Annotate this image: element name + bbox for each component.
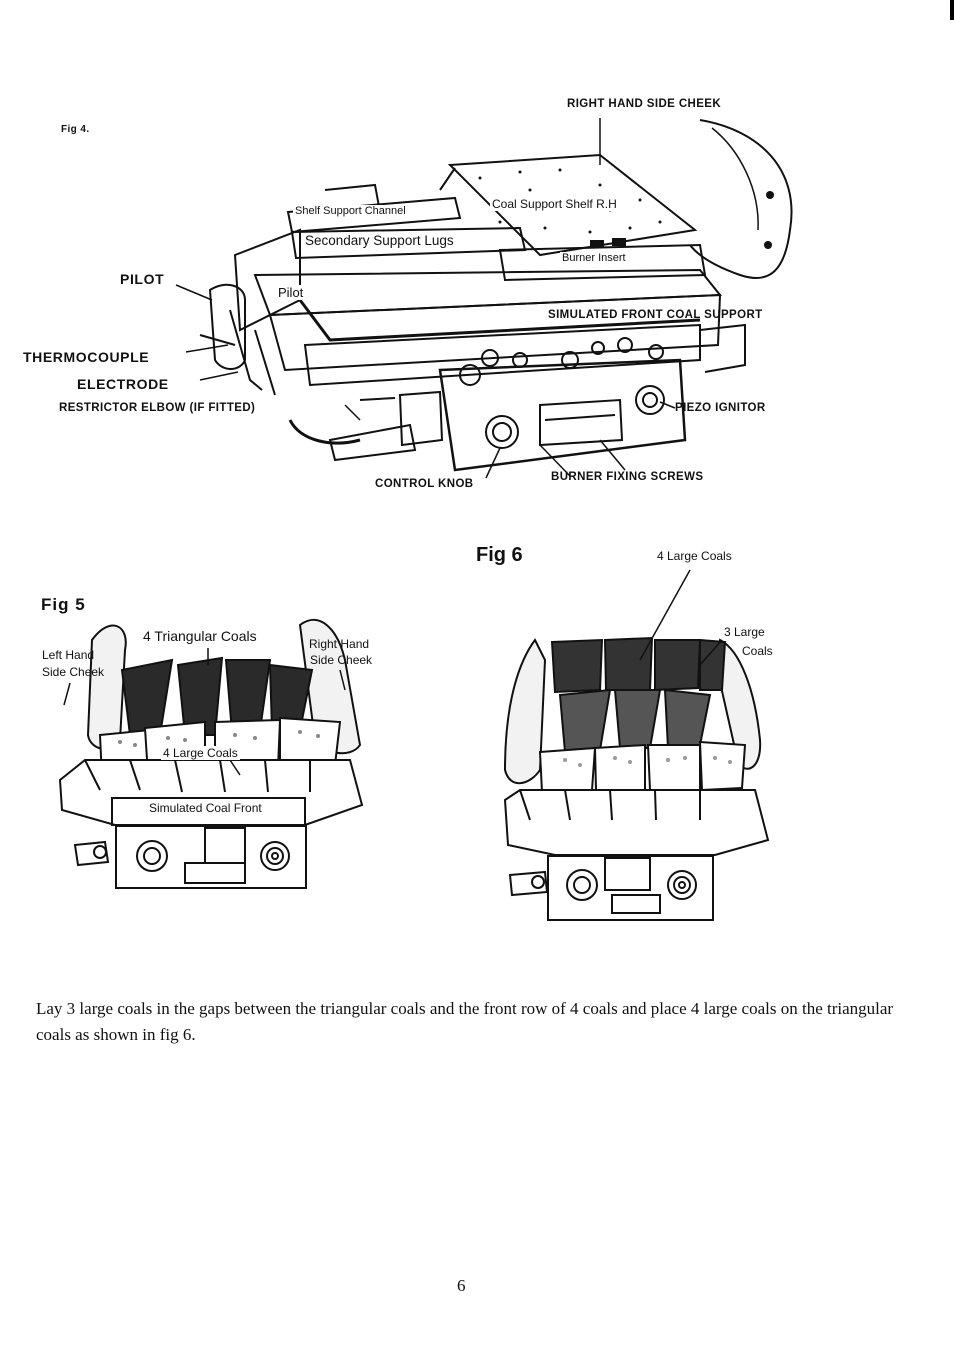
label-burner-fixing-screws: BURNER FIXING SCREWS [551,471,704,483]
page-edge-mark [950,0,954,20]
label-fig6-three-large-line2: Coals [742,644,773,658]
page-number: 6 [457,1276,466,1295]
fig6-title: Fig 6 [476,544,523,566]
label-electrode: ELECTRODE [77,376,169,392]
label-triangular-coals: 4 Triangular Coals [143,628,257,644]
label-piezo-ignitor: PIEZO IGNITOR [675,402,766,414]
label-burner-insert: Burner Insert [560,252,628,264]
label-thermocouple: THERMOCOUPLE [23,349,150,365]
label-fig6-three-large-line1: 3 Large [724,625,765,639]
label-pilot-inner: Pilot [276,285,306,300]
label-coal-support-shelf: Coal Support Shelf R.H [490,197,619,211]
label-fig6-four-large-coals: 4 Large Coals [657,549,732,563]
label-right-hand-cheek-line2: Side Cheek [310,653,373,667]
instruction-paragraph: Lay 3 large coals in the gaps between th… [36,999,894,1044]
label-left-hand-cheek-line1: Left Hand [42,648,95,662]
label-secondary-support-lugs: Secondary Support Lugs [303,233,456,248]
label-shelf-support-channel: Shelf Support Channel [293,205,408,217]
fig4-title: Fig 4. [61,124,90,135]
label-restrictor-elbow: RESTRICTOR ELBOW (IF FITTED) [59,402,256,414]
label-simulated-front-coal-support: SIMULATED FRONT COAL SUPPORT [548,309,763,321]
label-right-hand-cheek-line1: Right Hand [309,637,370,651]
label-simulated-coal-front: Simulated Coal Front [147,801,264,815]
label-control-knob: CONTROL KNOB [375,478,474,490]
label-fig5-large-coals: 4 Large Coals [161,746,240,760]
label-left-hand-cheek-line2: Side Cheek [42,665,105,679]
label-pilot: PILOT [120,271,165,287]
fig5-title: Fig 5 [41,595,86,614]
label-right-hand-side-cheek: RIGHT HAND SIDE CHEEK [567,98,722,110]
